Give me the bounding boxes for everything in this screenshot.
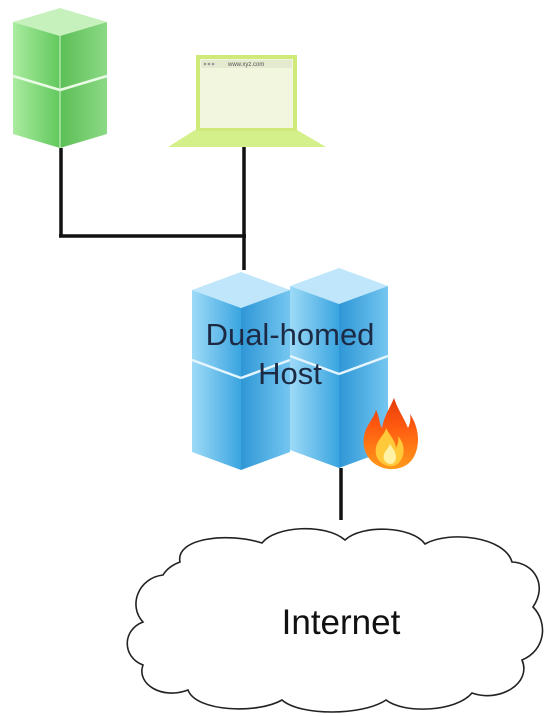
cloud-label: Internet — [282, 603, 401, 642]
internet-cloud: Internet — [126, 527, 544, 713]
browser-url: www.xyz.com — [227, 62, 264, 68]
fire-icon — [363, 398, 418, 470]
laptop-base — [168, 130, 326, 147]
server — [12, 8, 108, 148]
host-label-line2: Host — [258, 356, 322, 391]
window-dot-icon — [207, 62, 211, 66]
window-dot-icon — [211, 62, 215, 66]
window-dot-icon — [203, 62, 207, 66]
laptop: www.xyz.com — [168, 55, 326, 147]
links — [59, 146, 343, 520]
host-label-line1: Dual-homed — [206, 317, 375, 352]
laptop-screen — [200, 59, 293, 128]
dual-homed-host: Dual-homed Host — [191, 268, 389, 470]
